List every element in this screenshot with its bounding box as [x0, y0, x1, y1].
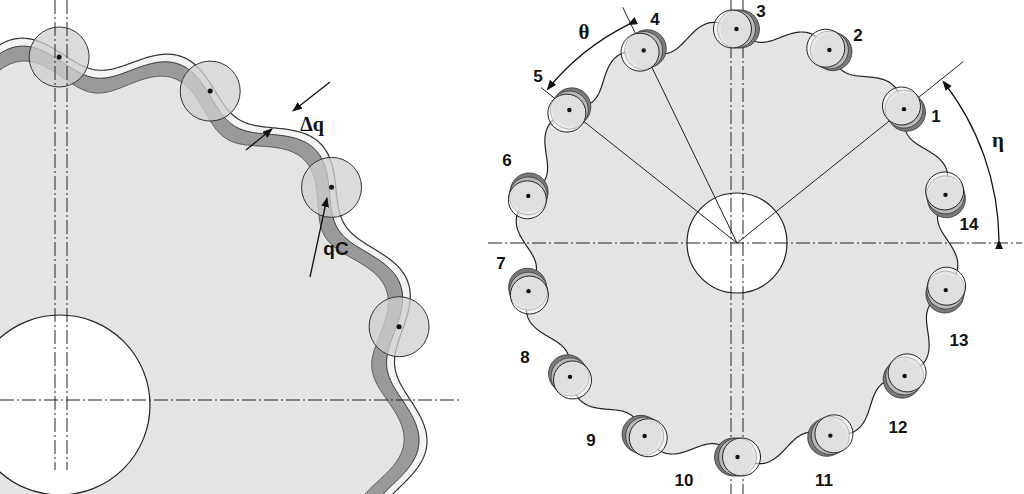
roller-center: [57, 55, 62, 60]
roller-center: [329, 185, 334, 190]
full-view: [488, 0, 1022, 494]
roller-center: [526, 289, 530, 293]
roller-outline: [508, 181, 546, 219]
roller-group: [0, 27, 429, 357]
detail-view: [0, 0, 460, 494]
dimension-label: Δq: [300, 114, 324, 134]
roller: [369, 297, 429, 357]
roller-center: [397, 324, 402, 329]
roller-outline: [723, 438, 761, 476]
callout-number: 8: [520, 349, 529, 366]
callout-number: 13: [950, 332, 969, 349]
roller-center: [208, 89, 213, 94]
callout-number: 10: [675, 472, 694, 489]
angle-line: [541, 88, 737, 243]
dimension-label: qC: [323, 239, 348, 258]
qc-arrow: [310, 198, 327, 277]
roller-center: [902, 107, 906, 111]
roller-outline: [882, 87, 920, 125]
callout-number: 3: [756, 3, 765, 20]
roller-center: [943, 193, 947, 197]
callout-number: 12: [889, 419, 908, 436]
roller-outline: [621, 33, 659, 71]
roller-center: [902, 374, 906, 378]
roller-outline: [888, 354, 926, 392]
roller-center: [568, 375, 572, 379]
roller-outline: [510, 276, 548, 314]
center-lines: [488, 0, 1022, 494]
roller-outline: [807, 29, 845, 67]
roller-outline: [815, 415, 853, 453]
callout-number: 11: [815, 472, 833, 489]
roller-center: [567, 108, 571, 112]
center-lines: [0, 0, 460, 470]
tolerance-band: [0, 38, 427, 494]
delta-arrow: [293, 82, 330, 111]
roller-outline: [928, 267, 966, 305]
profile-band: [0, 46, 419, 494]
roller-outline: [629, 419, 667, 457]
angle-label: θ: [579, 22, 590, 43]
angle-label: η: [992, 130, 1004, 151]
roller-center: [944, 288, 948, 292]
angle-lines: [541, 7, 999, 243]
callout-number: 1: [931, 108, 940, 125]
callout-number: 4: [650, 11, 659, 28]
hub-bore: [0, 315, 150, 494]
angle-line: [737, 62, 963, 243]
roller: [302, 157, 362, 217]
roller-center: [642, 434, 646, 438]
callout-number: 6: [502, 152, 511, 169]
roller-outline: [548, 94, 586, 132]
delta-arrow: [246, 129, 272, 150]
roller-center: [828, 433, 832, 437]
roller-group: [508, 10, 965, 476]
cam-body: [0, 61, 404, 494]
roller-center: [735, 455, 739, 459]
callout-number: 5: [533, 68, 542, 85]
roller-center: [734, 27, 738, 31]
roller-center: [526, 194, 530, 198]
roller-outline: [554, 361, 592, 399]
callout-number: 14: [960, 216, 979, 233]
callout-number: 9: [586, 432, 595, 449]
roller: [180, 61, 240, 121]
roller-center: [641, 48, 645, 52]
roller-center: [827, 48, 831, 52]
roller-outline: [713, 10, 751, 48]
callout-number: 7: [496, 255, 505, 272]
roller-outline: [926, 172, 964, 210]
roller: [29, 27, 89, 87]
callout-number: 2: [853, 27, 862, 44]
